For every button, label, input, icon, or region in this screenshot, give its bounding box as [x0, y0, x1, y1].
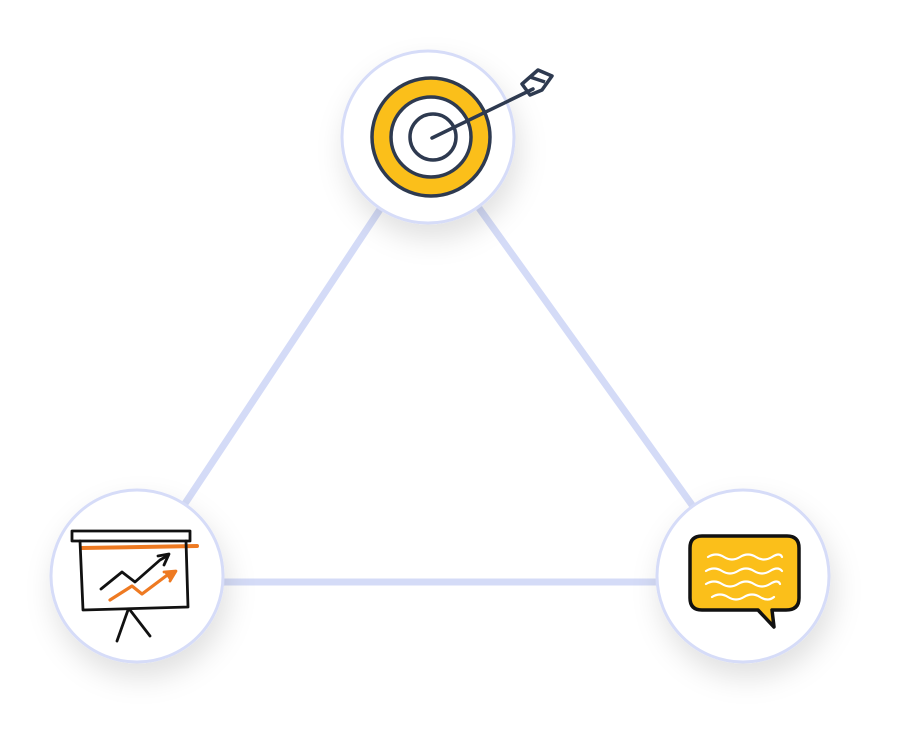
- edge-goal-feedback: [425, 134, 746, 579]
- edge-goal-presentation: [134, 135, 431, 578]
- node-goal: [340, 49, 554, 225]
- node-feedback: [655, 488, 831, 664]
- speech-bubble-icon: [688, 534, 801, 629]
- presentation-board-growth-chart-icon: [70, 529, 199, 643]
- node-presentation: [49, 488, 225, 664]
- target-with-arrow-icon: [370, 68, 554, 198]
- edges: [134, 134, 746, 586]
